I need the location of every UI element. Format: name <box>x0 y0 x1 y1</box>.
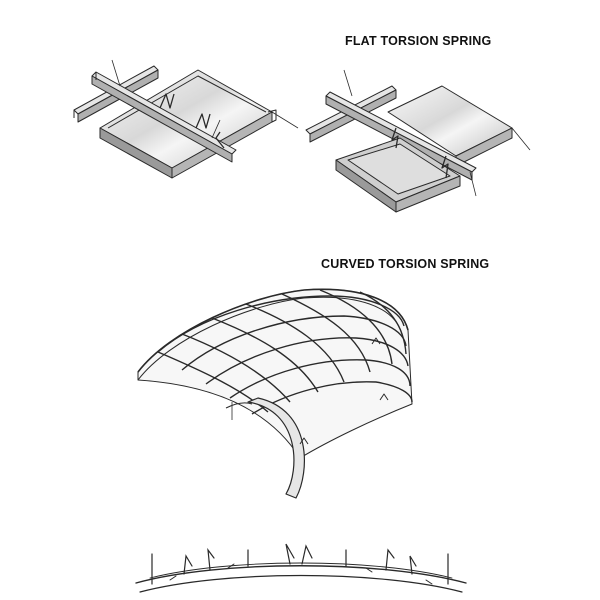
hanger-wires <box>111 59 299 139</box>
transverse-arches <box>157 295 413 415</box>
curved-side-trim <box>225 397 305 499</box>
section-outer-curve <box>135 565 467 584</box>
hanger-wires <box>343 69 531 197</box>
torsion-spring-clips <box>299 337 389 445</box>
flat-spring-installed-diagram <box>73 59 299 179</box>
torsion-spring-clips <box>391 127 449 179</box>
torsion-spring-clips <box>159 93 225 149</box>
flat-torsion-spring-heading: FLAT TORSION SPRING <box>345 34 492 48</box>
section-anchor-ticks <box>169 563 433 585</box>
vault-surface <box>137 288 413 459</box>
curved-torsion-spring-heading: CURVED TORSION SPRING <box>321 257 490 271</box>
section-spring-posts <box>151 543 449 585</box>
curved-spring-section-diagram <box>135 543 467 593</box>
curved-spring-vault-diagram <box>137 288 413 499</box>
dropped-panel <box>335 137 461 213</box>
flat-spring-open-diagram <box>305 69 531 213</box>
cross-tee-rail <box>91 71 237 163</box>
ceiling-panel <box>99 69 277 179</box>
